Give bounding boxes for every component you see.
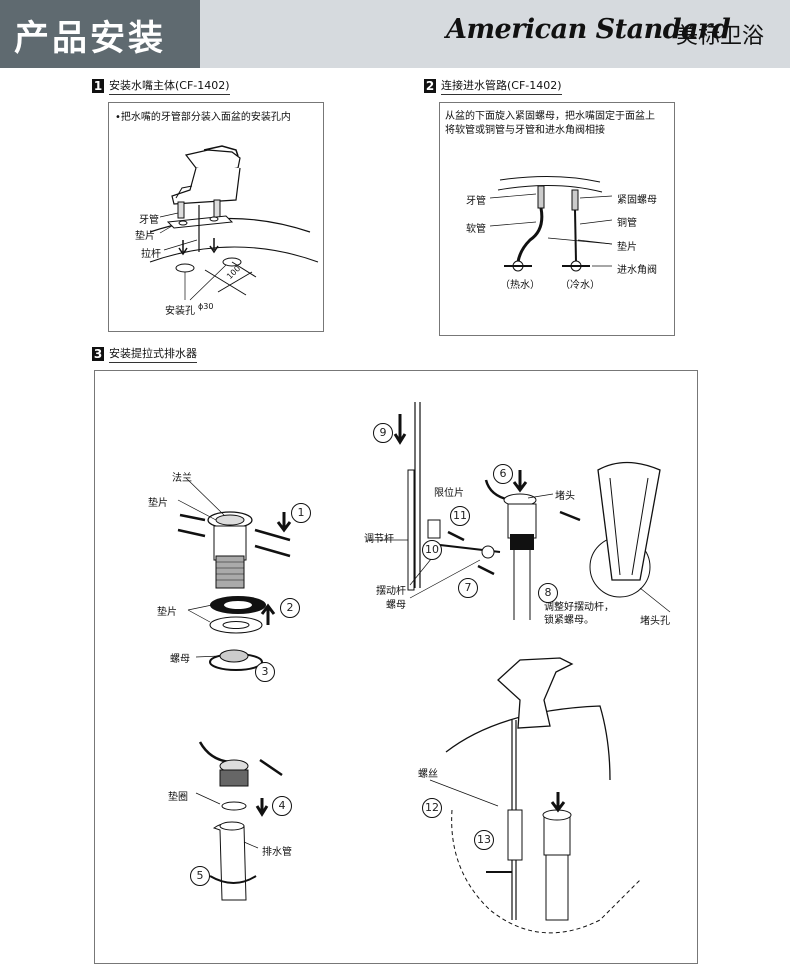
step1-title: 安装水嘴主体(CF-1402) xyxy=(109,77,230,95)
step3-label-swing-rod: 摆动杆 xyxy=(376,586,406,597)
brand-name-cn: 美标卫浴 xyxy=(676,24,765,49)
step1-heading: 1 安装水嘴主体(CF-1402) xyxy=(92,77,230,95)
step3-adjust-note: 调整好摆动杆， 锁紧螺母。 xyxy=(544,601,614,627)
step2-label-gasket: 垫片 xyxy=(617,242,637,253)
step2-label-copper: 铜管 xyxy=(617,218,637,229)
step1-label-gasket: 垫片 xyxy=(135,231,155,242)
step3-label-washer: 垫圈 xyxy=(168,792,188,803)
step2-label-hose: 软管 xyxy=(466,224,486,235)
step3-label-adjust-rod: 调节杆 xyxy=(364,534,394,545)
step3-label-nut-b: 螺母 xyxy=(386,600,406,611)
step-marker-10: 10 xyxy=(422,540,442,560)
step3-label-plug-hole: 堵头孔 xyxy=(640,616,670,627)
step3-label-gasket-b: 垫片 xyxy=(157,607,177,618)
step2-note-line1: 从盆的下面旋入紧固螺母，把水嘴固定于面盆上 xyxy=(445,111,655,122)
step2-label-cold: （冷水） xyxy=(560,280,600,291)
step-marker-13: 13 xyxy=(474,830,494,850)
step3-label-drain-pipe: 排水管 xyxy=(262,847,292,858)
brand-logo: American Standard xyxy=(446,14,731,45)
step2-title: 连接进水管路(CF-1402) xyxy=(441,77,562,95)
step2-panel xyxy=(439,102,675,336)
step3-label-flange: 法兰 xyxy=(172,473,192,484)
step2-note-line2: 将软管或铜管与牙管和进水角阀相接 xyxy=(445,125,605,136)
step-marker-4: 4 xyxy=(272,796,292,816)
step2-heading: 2 连接进水管路(CF-1402) xyxy=(424,77,562,95)
step3-panel xyxy=(94,370,698,964)
step3-adjust-note-2: 锁紧螺母。 xyxy=(544,615,594,626)
step1-label-hole: 安装孔 xyxy=(165,306,195,317)
step-marker-9: 9 xyxy=(373,423,393,443)
step1-label-dim30: ϕ30 xyxy=(198,302,214,311)
step2-label-thread: 牙管 xyxy=(466,196,486,207)
step-marker-8: 8 xyxy=(538,583,558,603)
step-marker-3: 3 xyxy=(255,662,275,682)
step3-label-gasket-a: 垫片 xyxy=(148,498,168,509)
step3-label-limit: 限位片 xyxy=(434,488,464,499)
step3-number: 3 xyxy=(92,347,104,361)
step2-label-valve: 进水角阀 xyxy=(617,265,657,276)
step3-label-nut-a: 螺母 xyxy=(170,654,190,665)
step3-title: 安装提拉式排水器 xyxy=(109,345,197,363)
step-marker-1: 1 xyxy=(291,503,311,523)
step1-number: 1 xyxy=(92,79,104,93)
step2-number: 2 xyxy=(424,79,436,93)
step3-label-plug: 堵头 xyxy=(555,491,575,502)
step-marker-11: 11 xyxy=(450,506,470,526)
step-marker-12: 12 xyxy=(422,798,442,818)
step-marker-6: 6 xyxy=(493,464,513,484)
step2-label-nut: 紧固螺母 xyxy=(617,195,657,206)
step1-label-thread: 牙管 xyxy=(139,215,159,226)
step-marker-7: 7 xyxy=(458,578,478,598)
step2-note: 从盆的下面旋入紧固螺母，把水嘴固定于面盆上 将软管或铜管与牙管和进水角阀相接 xyxy=(445,110,655,138)
page-title: 产品安装 xyxy=(14,19,167,59)
step3-adjust-note-1: 调整好摆动杆， xyxy=(544,602,614,613)
header-tab xyxy=(0,0,200,68)
step2-label-hot: （热水） xyxy=(500,280,540,291)
step-marker-5: 5 xyxy=(190,866,210,886)
step1-note: •把水嘴的牙管部分装入面盆的安装孔内 xyxy=(115,112,291,123)
step3-heading: 3 安装提拉式排水器 xyxy=(92,345,197,363)
step1-label-rod: 拉杆 xyxy=(141,249,161,260)
step-marker-2: 2 xyxy=(280,598,300,618)
step3-label-screw: 螺丝 xyxy=(418,769,438,780)
